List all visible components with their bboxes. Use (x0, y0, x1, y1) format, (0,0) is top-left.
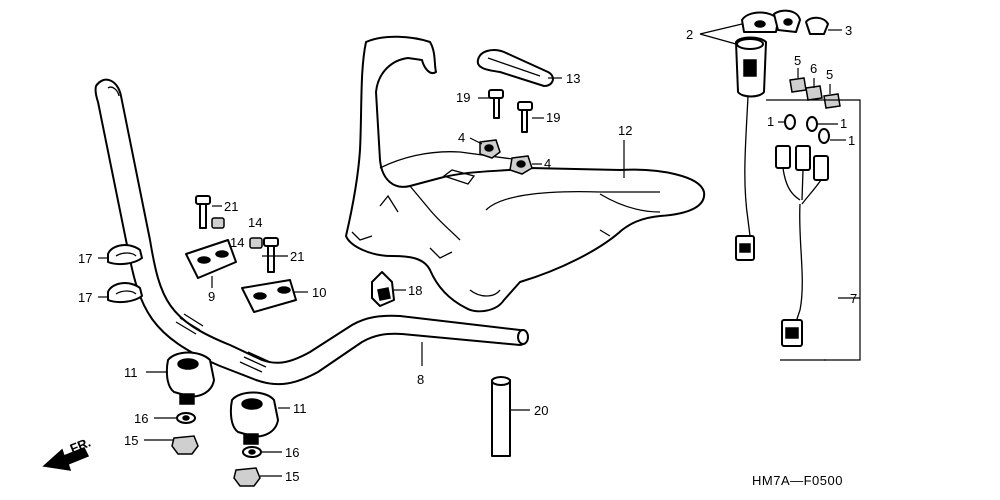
callout-19-right: 19 (546, 110, 560, 125)
washer-16-right (242, 446, 262, 458)
callout-7: 7 (850, 291, 857, 306)
callout-21-upper: 21 (224, 199, 238, 214)
nut-4-right (509, 155, 533, 175)
callout-1-right: 1 (848, 133, 855, 148)
clip-18 (371, 271, 395, 307)
callout-4-right: 4 (544, 156, 551, 171)
front-arrow-icon: FR. (42, 434, 93, 471)
callout-15-right: 15 (285, 469, 299, 484)
callout-1-left: 1 (767, 114, 774, 129)
nut-4-left (479, 139, 501, 159)
callout-11-left: 11 (124, 365, 138, 380)
callout-20: 20 (534, 403, 548, 418)
callout-14-lower: 14 (230, 235, 244, 250)
callout-4-left: 4 (458, 130, 465, 145)
washer-16-left (176, 412, 196, 424)
band-17-lower (107, 282, 143, 304)
harness-7 (775, 145, 829, 347)
callout-9: 9 (208, 289, 215, 304)
upper-holder-9 (185, 239, 237, 279)
bolt-21-lower (263, 237, 279, 273)
callout-3: 3 (845, 23, 852, 38)
callout-labels: 2 3 5 6 5 1 1 1 7 12 13 19 19 4 4 18 8 2… (78, 23, 857, 484)
leader-lines (98, 23, 861, 477)
callout-16-right: 16 (285, 445, 299, 460)
callout-8: 8 (417, 372, 424, 387)
lower-holder-right (229, 391, 279, 445)
band-17-upper (107, 244, 143, 266)
callout-10: 10 (312, 285, 326, 300)
handle-cover (345, 35, 706, 313)
upper-holder-10 (241, 279, 297, 313)
screw-19-right (517, 101, 533, 133)
callout-5-left: 5 (794, 53, 801, 68)
front-label: FR. (68, 434, 93, 456)
handlebar-pipe (94, 78, 529, 386)
bulbs-1 (784, 114, 830, 144)
nut-15-left (171, 435, 199, 455)
callout-17-upper: 17 (78, 251, 92, 266)
emblem (476, 49, 554, 87)
callout-6: 6 (810, 61, 817, 76)
diagram-code: HM7A—F0500 (752, 473, 843, 488)
callout-12: 12 (618, 123, 632, 138)
callout-2: 2 (686, 27, 693, 42)
callout-1-middle: 1 (840, 116, 847, 131)
bulb-5-left (789, 77, 807, 93)
collar-14-lower (249, 237, 263, 249)
bolt-21-upper (195, 195, 211, 229)
screw-19-left (488, 89, 504, 119)
callout-19-left: 19 (456, 90, 470, 105)
callout-5-right: 5 (826, 67, 833, 82)
nut-15-right (233, 467, 261, 487)
switch-knobs-2 (741, 9, 801, 33)
lower-holder-left (165, 351, 215, 405)
callout-13: 13 (566, 71, 580, 86)
collar-14-upper (211, 217, 225, 229)
callout-11-right: 11 (293, 401, 307, 416)
callout-14-upper: 14 (248, 215, 262, 230)
socket-6 (805, 85, 823, 101)
callout-15-left: 15 (124, 433, 138, 448)
callout-18: 18 (408, 283, 422, 298)
switch-body (735, 36, 767, 261)
callout-17-lower: 17 (78, 290, 92, 305)
knob-3 (805, 16, 829, 35)
bulb-5-right (823, 93, 841, 109)
callout-21-lower: 21 (290, 249, 304, 264)
callout-16-left: 16 (134, 411, 148, 426)
bracket-20 (491, 376, 511, 457)
